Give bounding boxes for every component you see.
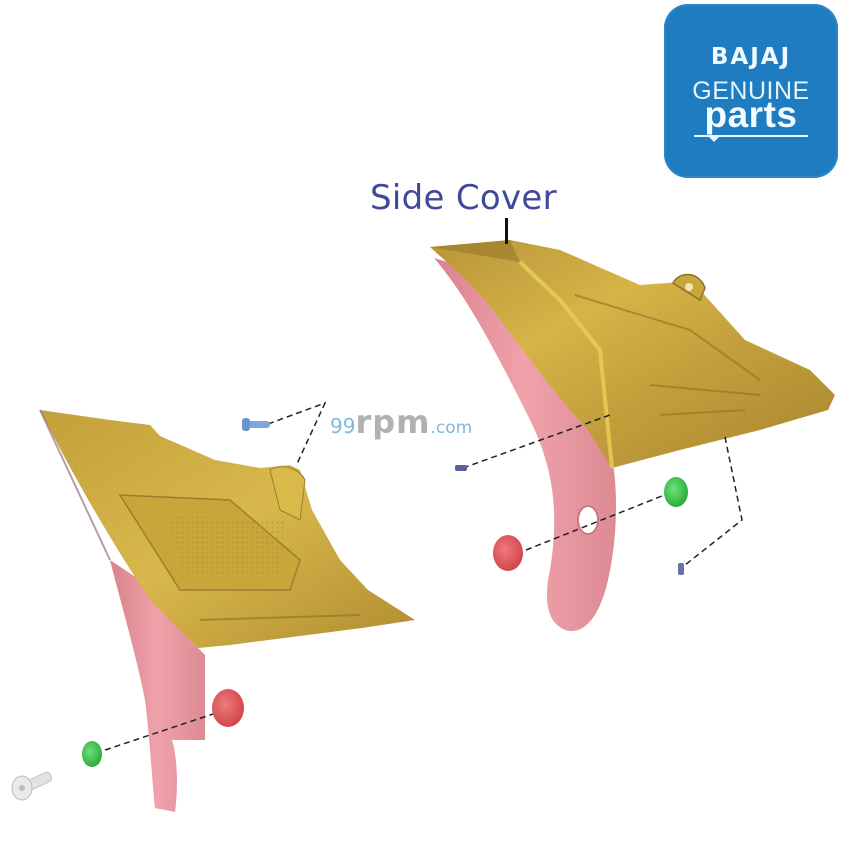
bracket-hole (577, 505, 599, 535)
logo-brand: BAJAJ (710, 44, 792, 70)
left-side-cover (39, 409, 415, 648)
screw-navy-1 (455, 465, 467, 471)
logo-parts: parts (704, 94, 798, 135)
logo-underline (694, 135, 808, 137)
right-side-cover (430, 240, 835, 469)
watermark-prefix: 99 (330, 414, 356, 438)
bajaj-genuine-parts-logo: BAJAJ GENUINE parts (664, 4, 838, 178)
screw-blue (242, 418, 270, 431)
bolt-grey (11, 771, 53, 801)
screw-navy-2 (678, 563, 684, 575)
leader-line (505, 218, 508, 244)
grommet-red-left (212, 689, 244, 727)
grommet-green-right (664, 477, 688, 507)
logo-genuine: GENUINE (692, 77, 810, 105)
mount-boss (269, 466, 306, 521)
vent-mesh (165, 515, 285, 575)
right-fasteners (455, 414, 743, 575)
left-fasteners (11, 401, 327, 801)
grommet-red-right (493, 535, 523, 571)
watermark-main: rpm (355, 403, 431, 441)
watermark-suffix: .com (430, 418, 473, 438)
grommet-green-left (82, 741, 102, 767)
mount-hole (685, 283, 693, 291)
part-title-label: Side Cover (370, 178, 557, 218)
logo-arrow-icon (708, 136, 720, 142)
watermark: 99rpm.com (330, 403, 472, 441)
